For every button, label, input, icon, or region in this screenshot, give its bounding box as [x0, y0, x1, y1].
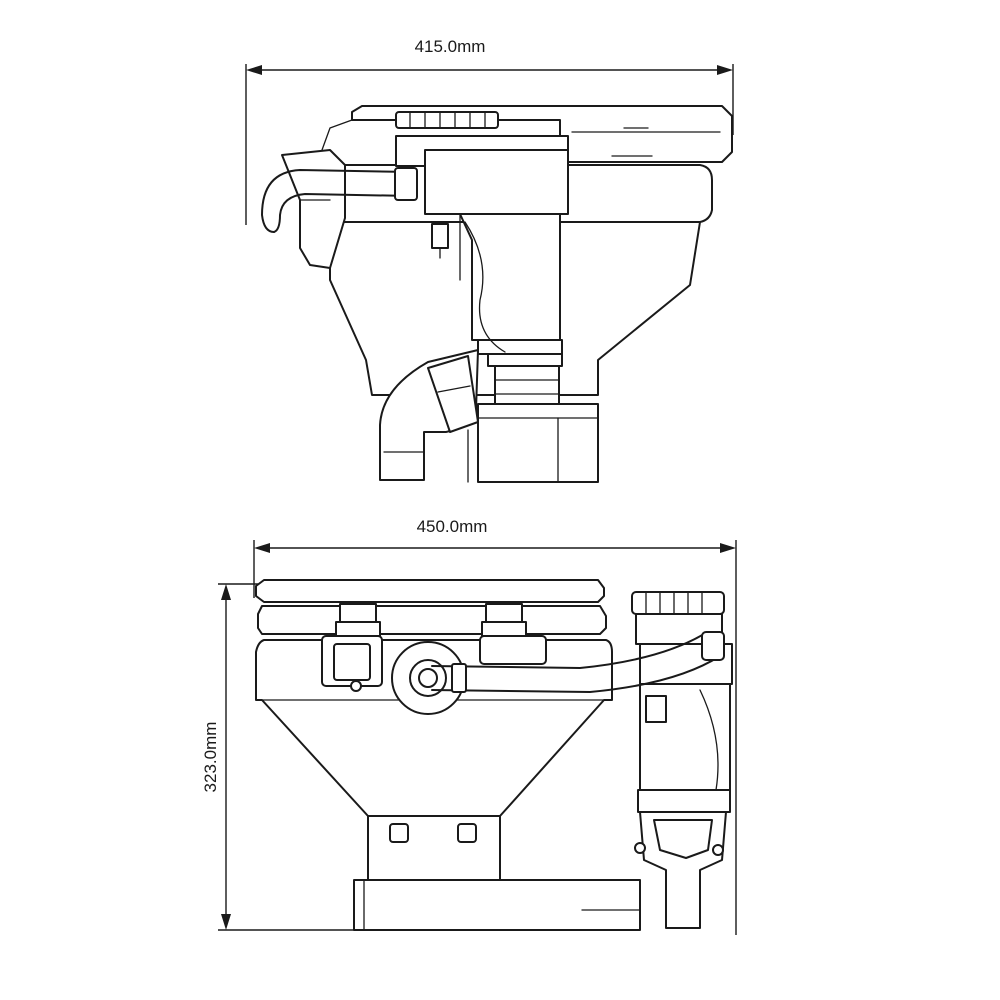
side-view: 415.0mm	[245, 37, 734, 483]
hose	[261, 167, 418, 233]
dimension-label-415: 415.0mm	[415, 37, 486, 56]
front-view: 450.0mm 323.0mm	[201, 517, 737, 935]
cap-knob	[395, 111, 499, 129]
front-lid	[255, 579, 607, 635]
bowl-hinge-blocks	[321, 635, 547, 692]
base	[467, 403, 599, 483]
inlet-fitting	[391, 641, 465, 715]
front-outlet	[634, 811, 727, 929]
front-pump	[631, 591, 733, 813]
dimension-width-top: 415.0mm	[245, 37, 734, 225]
outlet-elbow	[379, 349, 479, 481]
hinge-bracket	[281, 149, 346, 269]
dimension-width-front: 450.0mm	[253, 517, 737, 935]
front-hose	[431, 631, 725, 693]
dimension-height-front: 323.0mm	[201, 583, 600, 931]
dimension-label-323: 323.0mm	[201, 722, 220, 793]
front-base	[353, 815, 641, 931]
pump-column	[395, 135, 569, 407]
wire	[464, 221, 506, 353]
front-hinges	[335, 603, 527, 637]
dimension-label-450: 450.0mm	[417, 517, 488, 536]
